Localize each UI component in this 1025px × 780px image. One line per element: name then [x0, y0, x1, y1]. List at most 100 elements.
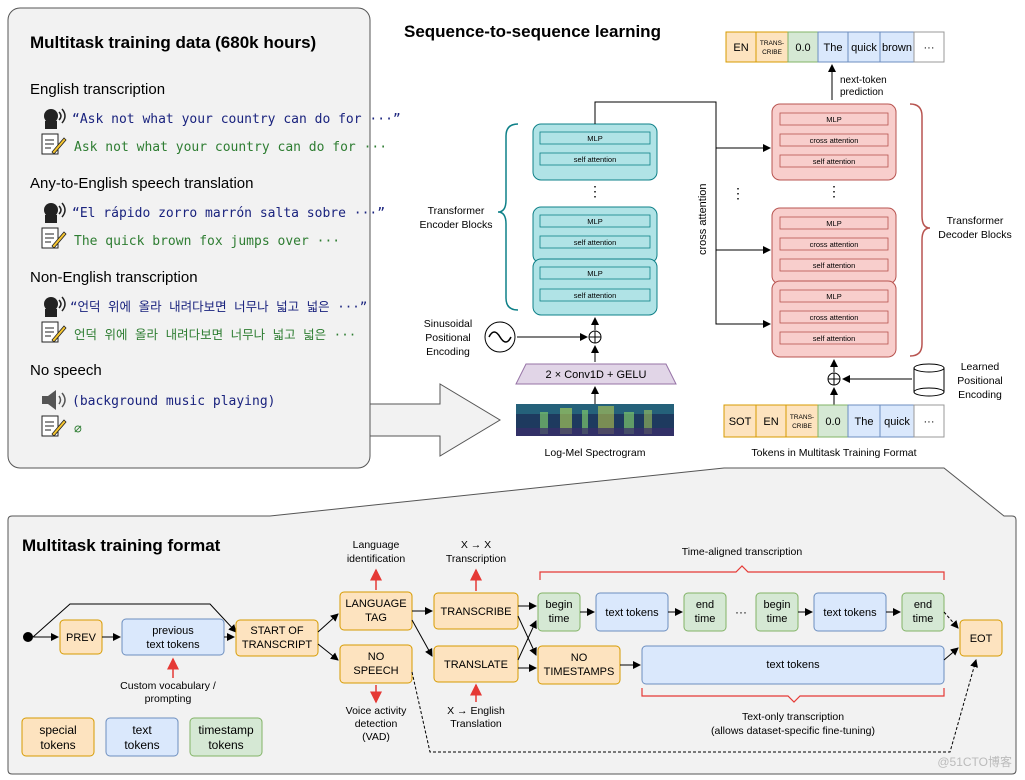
decoder-label: Transformer: [947, 215, 1004, 227]
language-id-label: identification: [347, 553, 406, 565]
decoder-block: MLP cross attention self attention: [771, 207, 897, 285]
token-label: The: [855, 416, 874, 428]
token-label: 0.0: [825, 416, 840, 428]
token-label: SOT: [729, 416, 752, 428]
legend-text: [105, 717, 179, 757]
vad-label: Voice activity: [346, 705, 407, 717]
cross-attention-label: cross attention: [810, 136, 859, 145]
no-speech-label: SPEECH: [353, 665, 398, 677]
legend-timestamp: [189, 717, 263, 757]
token-label: quick: [884, 416, 910, 428]
eot-token: [959, 619, 1003, 657]
end-time-label: time: [695, 613, 716, 625]
speaker-icon: [44, 296, 66, 317]
section-heading: Non-English transcription: [30, 269, 198, 286]
mlp-label: MLP: [587, 134, 602, 143]
vad-label: detection: [355, 718, 398, 730]
legend: special tokens text tokens timestamp tok…: [21, 717, 263, 757]
document-icon: [41, 133, 67, 155]
transcript-text: ∅: [74, 422, 82, 437]
token-label: TRANS-: [760, 40, 784, 47]
prev-label: PREV: [66, 632, 97, 644]
next-token-label: prediction: [840, 87, 883, 98]
translate-token: [433, 645, 519, 683]
text-tokens-label: text tokens: [605, 607, 659, 619]
start-of-transcript-token: [235, 619, 319, 657]
transcribe-token: [433, 592, 519, 630]
custom-vocab-label: Custom vocabulary /: [120, 680, 216, 692]
end-time-label: end: [696, 599, 714, 611]
document-icon: [41, 227, 67, 249]
no-timestamps-label: TIMESTAMPS: [544, 666, 615, 678]
mlp-label: MLP: [587, 269, 602, 278]
encoder-label: Transformer: [428, 205, 485, 217]
encoder-block: MLP self attention: [532, 258, 658, 316]
decoder-hdots: ⋮: [731, 185, 745, 201]
no-speech-label: NO: [368, 651, 385, 663]
section-heading: No speech: [30, 362, 102, 379]
watermark: @51CTO博客: [937, 754, 1012, 769]
previous-text-label: text tokens: [146, 639, 200, 651]
self-attention-label: self attention: [574, 155, 617, 164]
input-caption: Tokens in Multitask Training Format: [751, 447, 916, 459]
decoder-bracket: [909, 103, 931, 357]
section-heading: English transcription: [30, 81, 165, 98]
self-attention-label: self attention: [574, 238, 617, 247]
decoder-block: MLP cross attention self attention: [771, 280, 897, 358]
no-speech-token: [339, 644, 413, 684]
start-dot: [23, 632, 33, 642]
end-time-label: end: [914, 599, 932, 611]
decoder-block: MLP cross attention self attention: [771, 103, 897, 181]
conv-label: 2 × Conv1D + GELU: [546, 369, 647, 381]
legend-label: text: [132, 723, 152, 737]
start-label: START OF: [250, 625, 303, 637]
token-label: ···: [924, 416, 935, 428]
cross-attention-label: cross attention: [810, 240, 859, 249]
encoder-block: MLP self attention: [532, 206, 658, 264]
token-label: 0.0: [795, 42, 810, 54]
training-data-title: Multitask training data (680k hours): [30, 33, 316, 52]
legend-label: special: [39, 723, 76, 737]
x-to-en-label: Translation: [450, 718, 502, 730]
mlp-label: MLP: [826, 219, 841, 228]
decoder-label: Decoder Blocks: [938, 229, 1012, 241]
audio-text: (background music playing): [72, 394, 276, 409]
end-time-token: [683, 592, 727, 632]
text-tokens-long: [641, 645, 945, 685]
self-attention-label: self attention: [574, 291, 617, 300]
conv-block: [515, 363, 677, 385]
token-label: brown: [882, 42, 912, 54]
training-data-panel: Multitask training data (680k hours) Eng…: [7, 7, 401, 469]
document-icon: [41, 321, 67, 343]
time-aligned-bracket: [539, 565, 945, 580]
transcript-text: Ask not what your country can do for ···: [74, 140, 387, 155]
vad-label: (VAD): [362, 731, 390, 743]
encoder-bracket: [497, 123, 519, 311]
begin-time-label: begin: [764, 599, 791, 611]
flow-arrow: [369, 383, 501, 457]
database-icon: [913, 363, 945, 397]
section-heading: Any-to-English speech translation: [30, 175, 253, 192]
begin-time-label: time: [549, 613, 570, 625]
speaker-icon: [44, 108, 66, 129]
legend-label: tokens: [124, 738, 159, 752]
learned-label: Positional: [957, 375, 1003, 387]
translate-label: TRANSLATE: [444, 659, 508, 671]
multitask-title: Multitask training format: [22, 536, 221, 555]
encoder-dots: ⋮: [588, 183, 602, 199]
sinusoidal-label: Positional: [425, 332, 471, 344]
token-label: CRIBE: [792, 423, 813, 430]
mlp-label: MLP: [587, 217, 602, 226]
next-token-label: next-token: [840, 75, 887, 86]
text-only-label: Text-only transcription: [742, 711, 844, 723]
transcript-text: 언덕 위에 올라 내려다보면 너무나 넓고 넓은 ···: [74, 327, 356, 342]
previous-text-label: previous: [152, 625, 194, 637]
output-tokens: EN TRANS- CRIBE 0.0 The quick brown ···: [725, 31, 945, 63]
language-tag-label: TAG: [365, 612, 387, 624]
token-label: The: [824, 42, 843, 54]
self-attention-label: self attention: [813, 334, 856, 343]
custom-vocab-label: prompting: [145, 693, 192, 705]
legend-label: tokens: [40, 738, 75, 752]
x-to-x-label: X → X: [461, 539, 491, 551]
